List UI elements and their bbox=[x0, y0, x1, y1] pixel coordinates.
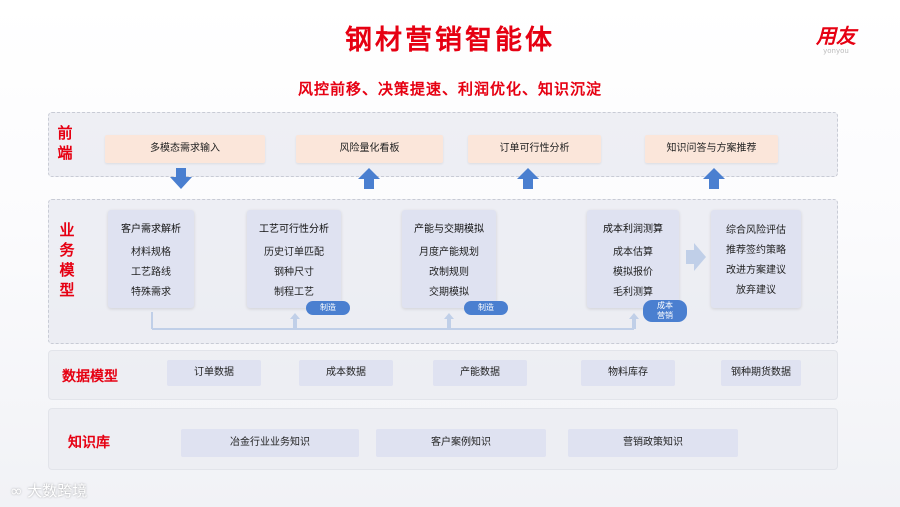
card-item: 交期模拟 bbox=[429, 287, 469, 298]
data-item-orders: 订单数据 bbox=[167, 360, 261, 386]
card-item: 制程工艺 bbox=[274, 287, 314, 298]
card-item: 放弃建议 bbox=[736, 285, 776, 296]
brand-logo: 用友 yonyou bbox=[808, 25, 864, 56]
page-title: 钢材营销智能体 bbox=[345, 25, 555, 56]
card-capacity-delivery: 产能与交期模拟 月度产能规划 改制规则 交期模拟 bbox=[402, 210, 496, 308]
business-label-char: 模 bbox=[59, 261, 75, 279]
data-item-inventory: 物料库存 bbox=[581, 360, 675, 386]
frontend-item-multimodal-input: 多模态需求输入 bbox=[105, 135, 265, 163]
watermark: ∞ 大数跨境 bbox=[10, 480, 87, 501]
business-label-char: 业 bbox=[59, 221, 75, 239]
kb-item-metallurgy: 冶金行业业务知识 bbox=[181, 429, 359, 457]
card-customer-needs: 客户需求解析 材料规格 工艺路线 特殊需求 bbox=[108, 210, 194, 308]
data-item-capacity: 产能数据 bbox=[433, 360, 527, 386]
frontend-item-knowledge-qa: 知识问答与方案推荐 bbox=[645, 135, 778, 163]
card-item: 历史订单匹配 bbox=[264, 247, 324, 258]
card-process-feasibility: 工艺可行性分析 历史订单匹配 钢种尺寸 制程工艺 bbox=[247, 210, 341, 308]
page-subtitle: 风控前移、决策提速、利润优化、知识沉淀 bbox=[297, 80, 602, 98]
frontend-item-risk-dashboard: 风险量化看板 bbox=[296, 135, 443, 163]
business-label-char: 型 bbox=[59, 281, 75, 299]
card-item: 改制规则 bbox=[429, 267, 469, 278]
logo-subtext: yonyou bbox=[823, 47, 849, 55]
badge-manufacturing: 制造 bbox=[464, 301, 508, 315]
knowledge-label: 知识库 bbox=[68, 435, 110, 451]
card-title: 成本利润测算 bbox=[603, 224, 663, 235]
card-item: 综合风险评估 bbox=[726, 225, 786, 236]
kb-item-marketing-policy: 营销政策知识 bbox=[568, 429, 738, 457]
card-title: 产能与交期模拟 bbox=[414, 224, 484, 235]
card-item: 成本估算 bbox=[613, 247, 653, 258]
badge-manufacturing: 制造 bbox=[306, 301, 350, 315]
card-cost-profit: 成本利润测算 成本估算 模拟报价 毛利测算 bbox=[587, 210, 679, 308]
frontend-item-order-feasibility: 订单可行性分析 bbox=[468, 135, 601, 163]
business-label-char: 务 bbox=[59, 241, 75, 259]
card-strategy-recommendation: 综合风险评估 推荐签约策略 改进方案建议 放弃建议 bbox=[711, 210, 801, 308]
card-item: 钢种尺寸 bbox=[274, 267, 314, 278]
logo-text: 用友 bbox=[816, 24, 856, 48]
data-item-cost: 成本数据 bbox=[299, 360, 393, 386]
card-title: 工艺可行性分析 bbox=[259, 224, 329, 235]
arrow-up-icon bbox=[703, 168, 725, 189]
card-item: 特殊需求 bbox=[131, 287, 171, 298]
card-item: 月度产能规划 bbox=[419, 247, 479, 258]
card-item: 模拟报价 bbox=[613, 267, 653, 278]
card-item: 工艺路线 bbox=[131, 267, 171, 278]
arrow-up-icon bbox=[358, 168, 380, 189]
kb-item-customer-cases: 客户案例知识 bbox=[376, 429, 546, 457]
frontend-label-char: 端 bbox=[57, 144, 73, 162]
frontend-label: 前 端 bbox=[56, 123, 74, 163]
badge-cost-marketing: 成本 营销 bbox=[643, 300, 687, 322]
business-model-label: 业 务 模 型 bbox=[58, 220, 76, 300]
card-item: 毛利测算 bbox=[613, 287, 653, 298]
watermark-icon: ∞ bbox=[10, 482, 28, 500]
card-item: 改进方案建议 bbox=[726, 265, 786, 276]
data-model-label: 数据模型 bbox=[62, 369, 118, 385]
watermark-text: 大数跨境 bbox=[27, 482, 88, 500]
card-title: 客户需求解析 bbox=[121, 224, 181, 235]
frontend-label-char: 前 bbox=[57, 124, 73, 142]
card-item: 材料规格 bbox=[131, 247, 171, 258]
arrow-down-icon bbox=[170, 168, 192, 189]
card-item: 推荐签约策略 bbox=[726, 245, 786, 256]
data-item-futures: 钢种期货数据 bbox=[721, 360, 801, 386]
arrow-up-icon bbox=[517, 168, 539, 189]
